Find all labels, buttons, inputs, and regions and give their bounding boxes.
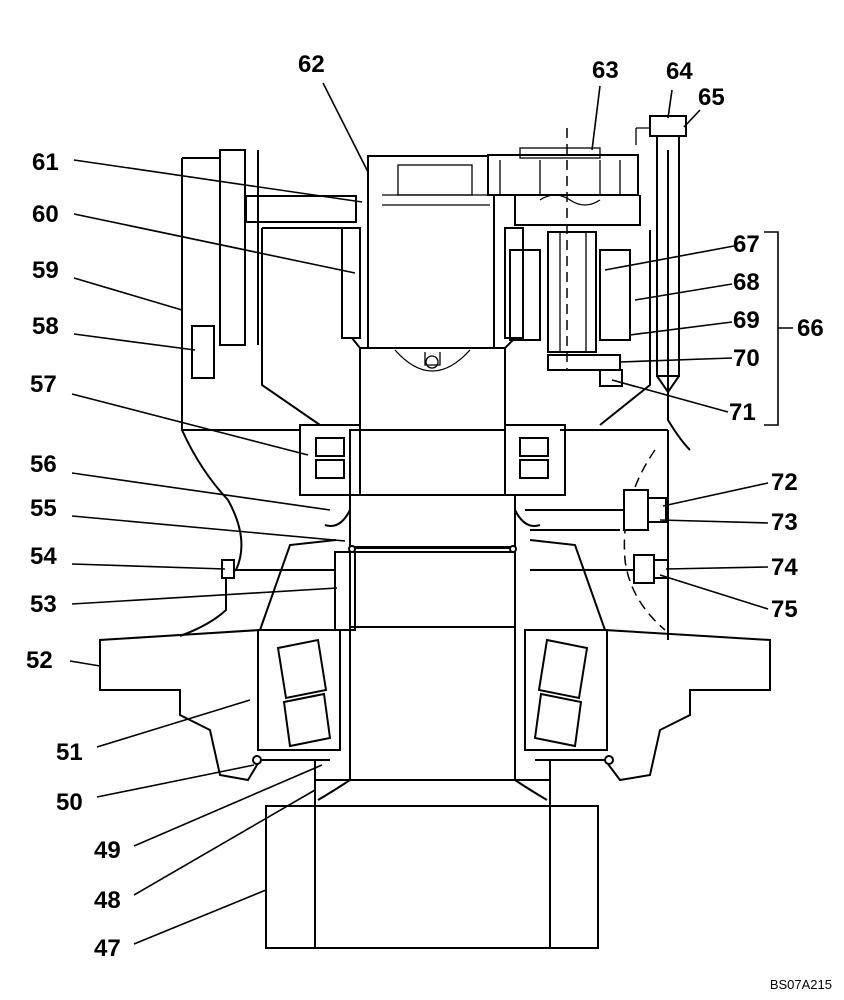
- label-60: 60: [32, 201, 59, 228]
- part-labels: 62 63 64 65 61 60 59 58 57 56 55 54 53 5…: [26, 51, 824, 962]
- label-75: 75: [771, 596, 798, 623]
- upper-housing: [179, 149, 691, 637]
- label-49: 49: [94, 837, 121, 864]
- label-58: 58: [32, 313, 59, 340]
- fittings-72-75: [221, 489, 669, 584]
- label-47: 47: [94, 935, 121, 962]
- label-74: 74: [771, 554, 798, 581]
- bolt-64-65: [635, 115, 687, 394]
- label-71: 71: [729, 399, 756, 426]
- label-66: 66: [797, 315, 824, 342]
- label-50: 50: [56, 789, 83, 816]
- label-69: 69: [733, 307, 760, 334]
- label-64: 64: [666, 58, 693, 85]
- label-63: 63: [592, 57, 619, 84]
- label-68: 68: [733, 269, 760, 296]
- label-61: 61: [32, 149, 59, 176]
- output-shaft: [334, 429, 517, 780]
- valve-assembly: [487, 128, 641, 387]
- lower-housing: [99, 430, 771, 782]
- label-54: 54: [30, 543, 57, 570]
- label-57: 57: [30, 371, 57, 398]
- label-51: 51: [56, 739, 83, 766]
- lower-bearing-left: [252, 629, 341, 765]
- label-52: 52: [26, 647, 53, 674]
- lower-bearing-right: [524, 629, 614, 765]
- leader-lines: [69, 82, 769, 945]
- label-56: 56: [30, 451, 57, 478]
- label-55: 55: [30, 495, 57, 522]
- label-72: 72: [771, 469, 798, 496]
- pinion-gear: [265, 760, 599, 949]
- part-58-block: [191, 325, 215, 379]
- label-65: 65: [698, 84, 725, 111]
- label-53: 53: [30, 591, 57, 618]
- label-73: 73: [771, 509, 798, 536]
- upper-bearing-right: [504, 424, 566, 527]
- label-59: 59: [32, 257, 59, 284]
- group-66-bracket: [764, 231, 793, 426]
- label-70: 70: [733, 345, 760, 372]
- motor-shaft: [341, 155, 524, 430]
- label-67: 67: [733, 231, 760, 258]
- figure-code: BS07A215: [769, 977, 832, 992]
- label-48: 48: [94, 887, 121, 914]
- label-62: 62: [298, 51, 325, 78]
